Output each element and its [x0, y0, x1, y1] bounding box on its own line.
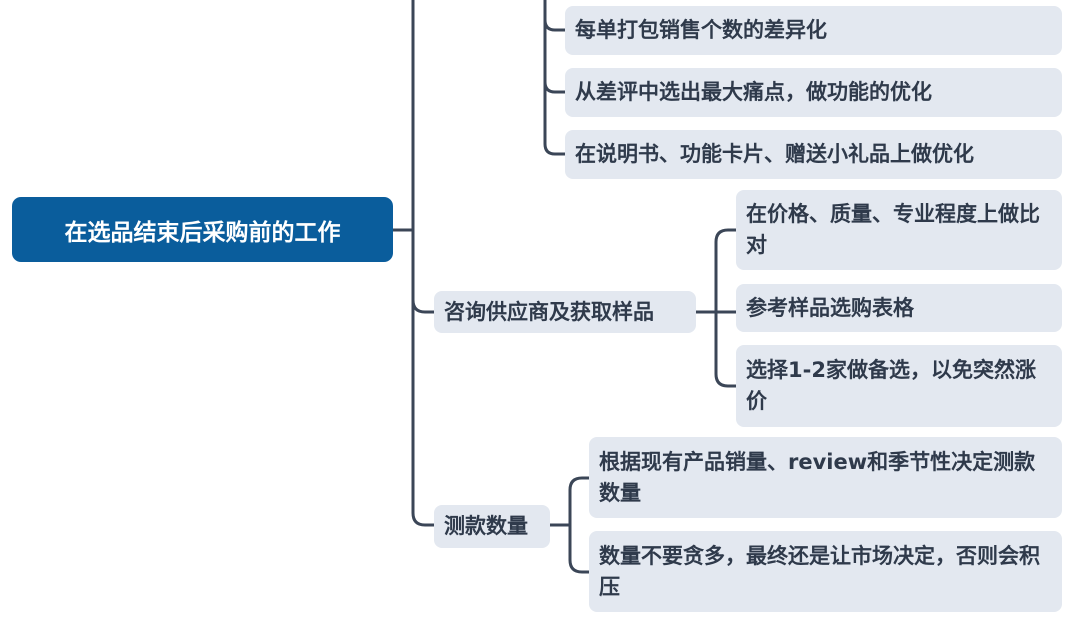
leaf-node[interactable]: 从差评中选出最大痛点，做功能的优化: [565, 68, 1062, 117]
leaf-node[interactable]: 在说明书、功能卡片、赠送小礼品上做优化: [565, 130, 1062, 179]
branch-label: 咨询供应商及获取样品: [444, 299, 654, 324]
leaf-label: 参考样品选购表格: [746, 295, 914, 320]
root-node[interactable]: 在选品结束后采购前的工作: [12, 197, 393, 262]
leaf-label: 在说明书、功能卡片、赠送小礼品上做优化: [575, 142, 974, 166]
branch-node-test[interactable]: 测款数量: [434, 505, 550, 548]
leaf-node[interactable]: 选择1-2家做备选，以免突然涨价: [736, 345, 1062, 427]
leaf-node[interactable]: 参考样品选购表格: [736, 284, 1062, 332]
leaf-node[interactable]: 每单打包销售个数的差异化: [565, 6, 1062, 55]
leaf-node[interactable]: 数量不要贪多，最终还是让市场决定，否则会积压: [589, 531, 1062, 612]
leaf-label: 每单打包销售个数的差异化: [575, 18, 827, 42]
leaf-label: 根据现有产品销量、review和季节性决定测款数量: [599, 449, 1036, 505]
leaf-label: 数量不要贪多，最终还是让市场决定，否则会积压: [599, 543, 1040, 599]
leaf-label: 从差评中选出最大痛点，做功能的优化: [575, 80, 932, 104]
branch-node-supplier[interactable]: 咨询供应商及获取样品: [434, 291, 696, 333]
leaf-label: 选择1-2家做备选，以免突然涨价: [746, 358, 1036, 413]
branch-label: 测款数量: [444, 514, 528, 538]
leaf-label: 在价格、质量、专业程度上做比对: [746, 202, 1040, 257]
leaf-node[interactable]: 根据现有产品销量、review和季节性决定测款数量: [589, 437, 1062, 518]
root-label: 在选品结束后采购前的工作: [64, 219, 341, 246]
leaf-node[interactable]: 在价格、质量、专业程度上做比对: [736, 190, 1062, 270]
